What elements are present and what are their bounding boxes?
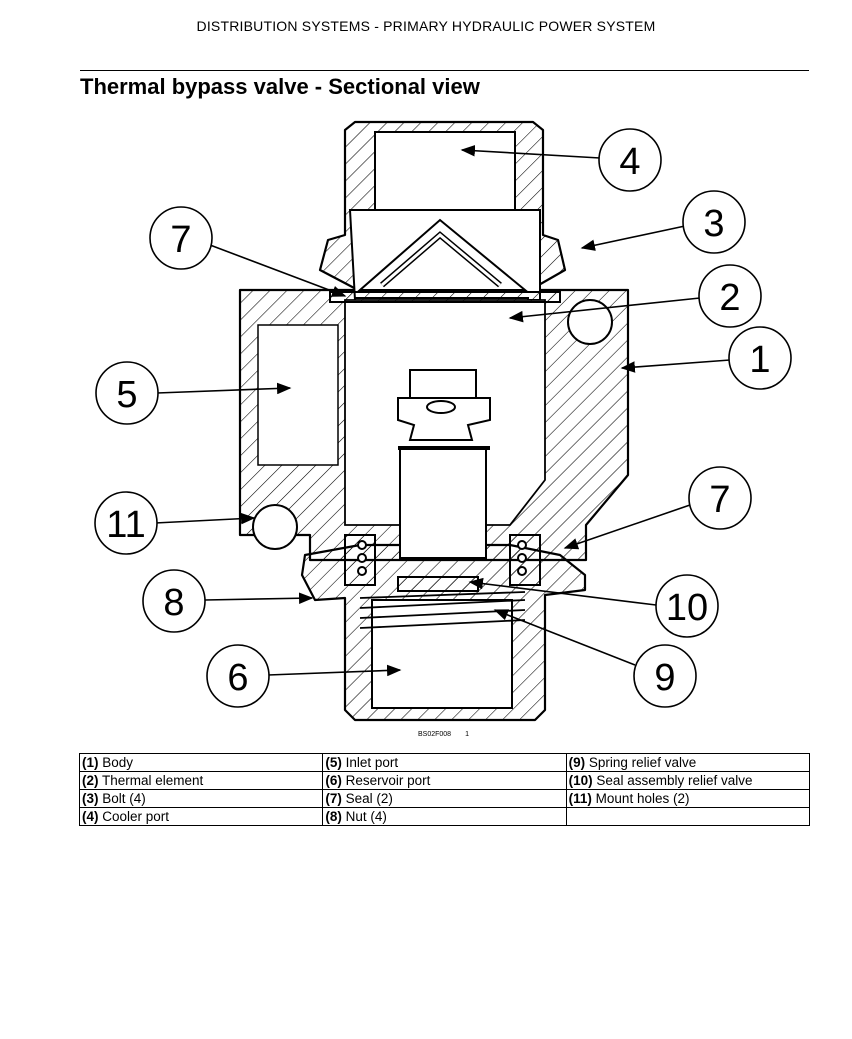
leader-1 <box>620 359 731 373</box>
element-sleeve <box>399 447 487 559</box>
leader-7-top <box>209 244 347 297</box>
legend-cell: (2) Thermal element <box>78 771 324 790</box>
callout-11: 11 <box>106 504 145 546</box>
element-stem <box>409 369 477 399</box>
page-header: DISTRIBUTION SYSTEMS - PRIMARY HYDRAULIC… <box>196 18 656 34</box>
page-title: Thermal bypass valve - Sectional view <box>80 74 480 99</box>
callout-11-circle <box>94 491 158 555</box>
legend-part-number: (6) <box>325 773 342 788</box>
element-neck <box>397 397 491 441</box>
callout-1-circle <box>728 326 792 390</box>
legend-part-number: (10) <box>568 773 593 788</box>
inlet-port-bore <box>257 324 339 466</box>
leader-lines <box>154 144 731 677</box>
legend-cell <box>565 807 811 826</box>
legend-part-name: Body <box>98 755 134 770</box>
legend-row: (3) Bolt (4)(7) Seal (2)(11) Mount holes… <box>78 789 811 808</box>
leader-4 <box>460 144 601 159</box>
legend-part-number: (3) <box>82 791 99 806</box>
callout-3-circle <box>682 190 746 254</box>
cooler-port-bore <box>374 131 516 211</box>
figure-reference: BS02F008 1 <box>418 731 469 738</box>
relief-spring <box>359 591 526 629</box>
legend-part-name: Spring relief valve <box>585 755 697 770</box>
legend-cell: (8) Nut (4) <box>322 807 567 826</box>
legend-cell: (5) Inlet port <box>322 753 567 772</box>
callout-6-circle <box>206 644 270 708</box>
mount-hole-upper <box>567 299 613 345</box>
legend-part-number: (1) <box>82 755 99 770</box>
legend-part-name: Nut (4) <box>341 809 387 824</box>
callout-9-circle <box>633 644 697 708</box>
legend-cell: (7) Seal (2) <box>322 789 567 808</box>
callout-1: 1 <box>749 339 770 381</box>
leader-8 <box>204 592 314 605</box>
leader-11 <box>154 512 256 525</box>
element-flange <box>329 291 561 303</box>
relief-valve-drawing <box>344 534 541 629</box>
legend-row: (1) Body(5) Inlet port(9) Spring relief … <box>78 753 811 772</box>
callout-7-top: 7 <box>170 219 191 261</box>
legend-part-number: (11) <box>568 791 592 806</box>
callout-9: 9 <box>654 657 675 699</box>
legend-row: (2) Thermal element(6) Reservoir port(10… <box>78 771 811 790</box>
callout-5: 5 <box>116 374 137 416</box>
header-rule <box>80 70 809 71</box>
legend-part-name: Inlet port <box>341 755 399 770</box>
callout-8: 8 <box>163 582 184 624</box>
sectional-view-diagram: 4 3 7 2 1 5 7 11 8 10 9 6 <box>94 120 792 722</box>
legend-part-name: Seal (2) <box>341 791 393 806</box>
legend-part-name: Cooler port <box>98 809 170 824</box>
callout-3: 3 <box>703 203 724 245</box>
legend-part-name: Reservoir port <box>341 773 431 788</box>
reservoir-port-bore <box>371 599 513 709</box>
legend-part-number: (9) <box>568 755 586 770</box>
figure-number: 1 <box>465 731 469 738</box>
leader-6 <box>267 664 402 677</box>
legend-part-number: (5) <box>325 755 342 770</box>
legend-part-number: (2) <box>82 773 99 788</box>
legend-cell: (11) Mount holes (2) <box>565 789 811 808</box>
callout-7-top-circle <box>149 206 213 270</box>
leader-9 <box>493 609 636 666</box>
callout-10-circle <box>655 574 719 638</box>
legend-part-number: (8) <box>325 809 342 824</box>
callout-5-circle <box>95 361 159 425</box>
leader-7-bottom <box>563 504 691 550</box>
parts-legend-table: (1) Body(5) Inlet port(9) Spring relief … <box>78 753 811 826</box>
legend-cell: (4) Cooler port <box>78 807 324 826</box>
legend-part-number: (4) <box>82 809 99 824</box>
leader-3 <box>580 225 686 251</box>
legend-part-number: (7) <box>325 791 342 806</box>
legend-part-name: Bolt (4) <box>98 791 146 806</box>
callout-4: 4 <box>619 141 640 183</box>
callout-6: 6 <box>227 657 248 699</box>
legend-cell: (10) Seal assembly relief valve <box>565 771 811 790</box>
callout-2: 2 <box>719 277 740 319</box>
leader-10 <box>468 577 657 606</box>
legend-part-name: Thermal element <box>98 773 204 788</box>
callout-4-circle <box>598 128 662 192</box>
thermal-element-drawing <box>329 218 561 559</box>
callout-10: 10 <box>666 587 708 629</box>
legend-cell: (1) Body <box>78 753 324 772</box>
legend-part-name: Mount holes (2) <box>591 791 690 806</box>
mount-hole-lower <box>252 504 298 550</box>
leader-5 <box>156 382 292 395</box>
seal-assembly-plate <box>397 576 479 592</box>
callout-7-bottom-circle <box>688 466 752 530</box>
legend-part-name: Seal assembly relief valve <box>592 773 753 788</box>
legend-cell: (3) Bolt (4) <box>78 789 324 808</box>
legend-cell: (6) Reservoir port <box>322 771 567 790</box>
legend-cell: (9) Spring relief valve <box>565 753 811 772</box>
callout-7-bottom: 7 <box>709 479 730 521</box>
leader-2 <box>508 297 701 323</box>
figure-code: BS02F008 <box>418 731 452 738</box>
callout-8-circle <box>142 569 206 633</box>
callout-2-circle <box>698 264 762 328</box>
legend-row: (4) Cooler port(8) Nut (4) <box>78 807 811 826</box>
